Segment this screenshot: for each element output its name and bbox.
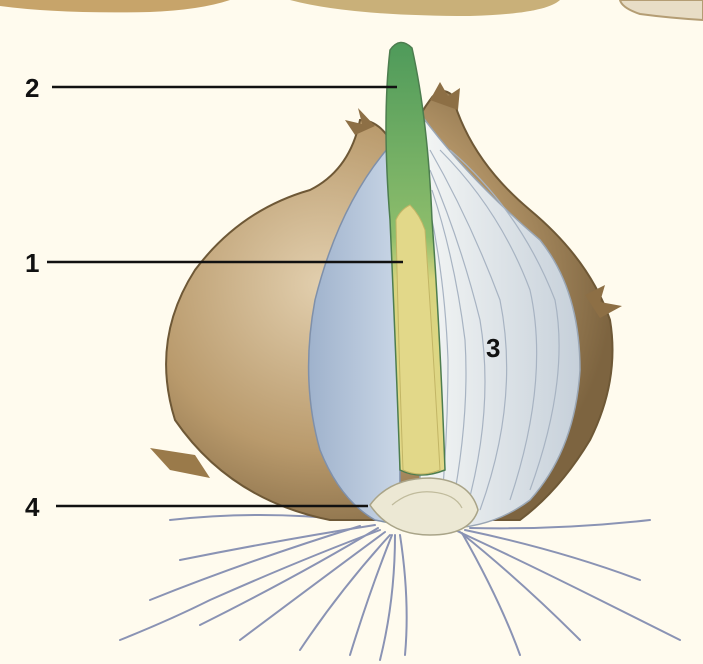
- neighbor-bulb-middle: [290, 0, 560, 16]
- label-4: 4: [25, 492, 40, 522]
- neighbor-bulb-right: [620, 0, 703, 20]
- neighbor-bulb-left: [0, 0, 230, 12]
- label-2: 2: [25, 73, 39, 103]
- label-1: 1: [25, 248, 39, 278]
- roots: [120, 515, 680, 660]
- label-3: 3: [486, 333, 500, 363]
